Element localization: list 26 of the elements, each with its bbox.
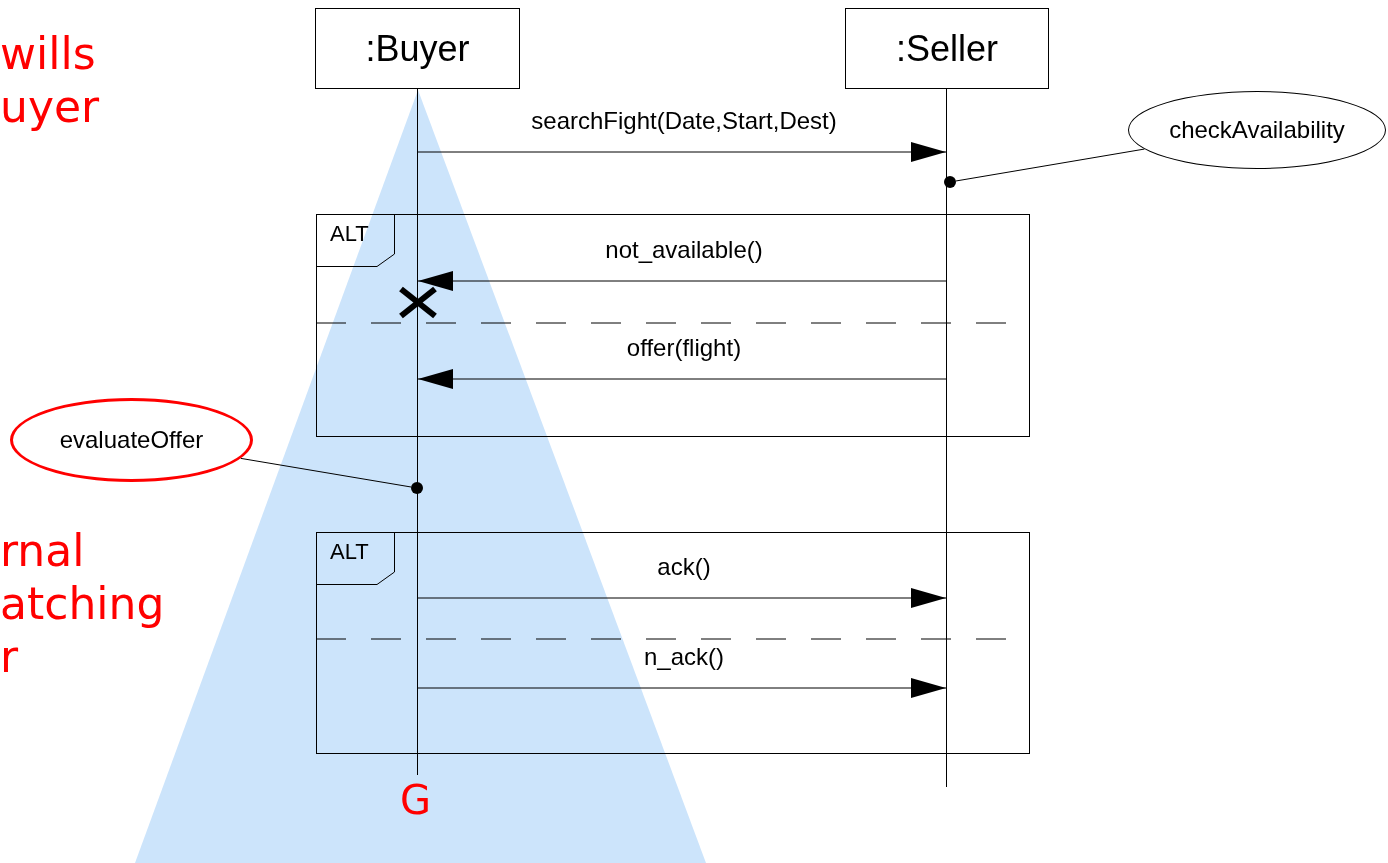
lifeline <box>417 89 418 775</box>
message-label: searchFight(Date,Start,Dest) <box>531 107 837 135</box>
leader-line <box>955 148 1145 182</box>
annotation-text: wills uyer <box>0 28 101 134</box>
message-arrow <box>417 271 947 291</box>
object-name: :Seller <box>895 27 998 70</box>
lifeline <box>946 89 947 787</box>
note-text: evaluateOffer <box>59 426 204 454</box>
message-label: ack() <box>657 553 711 581</box>
lifeline-head-box <box>845 8 1049 89</box>
object-name: :Buyer <box>365 27 470 70</box>
annotation-text: rnal atching r <box>0 525 166 684</box>
message-arrow <box>417 142 947 162</box>
lifeline-head-box <box>315 8 520 89</box>
message-label: n_ack() <box>644 643 724 671</box>
frame-label: ALT <box>330 539 369 565</box>
message-label: not_available() <box>605 236 763 264</box>
activation-dot <box>944 176 956 188</box>
message-arrow <box>417 369 947 389</box>
lifeline-end-label: G <box>400 776 432 824</box>
message-label: offer(flight) <box>626 334 742 362</box>
message-arrow <box>417 678 947 698</box>
frame-label: ALT <box>330 221 369 247</box>
leader-line <box>240 457 412 488</box>
message-arrow <box>417 588 947 608</box>
note-text: checkAvailability <box>1169 116 1345 144</box>
